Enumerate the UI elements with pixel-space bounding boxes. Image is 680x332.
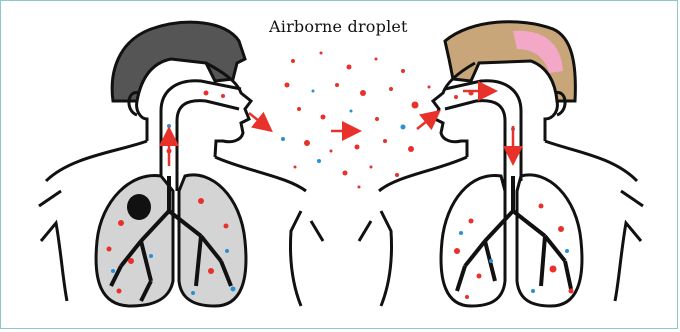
receiver-left-lung	[441, 175, 505, 306]
infected-right-lung	[179, 175, 246, 306]
infected-exhale-arrow	[249, 113, 269, 129]
airborne-droplet-cloud	[281, 52, 435, 189]
receiving-person-figure	[359, 22, 643, 306]
infected-lung-lesion	[127, 194, 151, 220]
receiver-bronchi	[457, 176, 571, 291]
receiver-body-outline	[379, 141, 637, 191]
infected-person-figure	[39, 22, 323, 306]
receiver-arm-lines	[359, 191, 643, 306]
infected-hair	[112, 22, 245, 101]
